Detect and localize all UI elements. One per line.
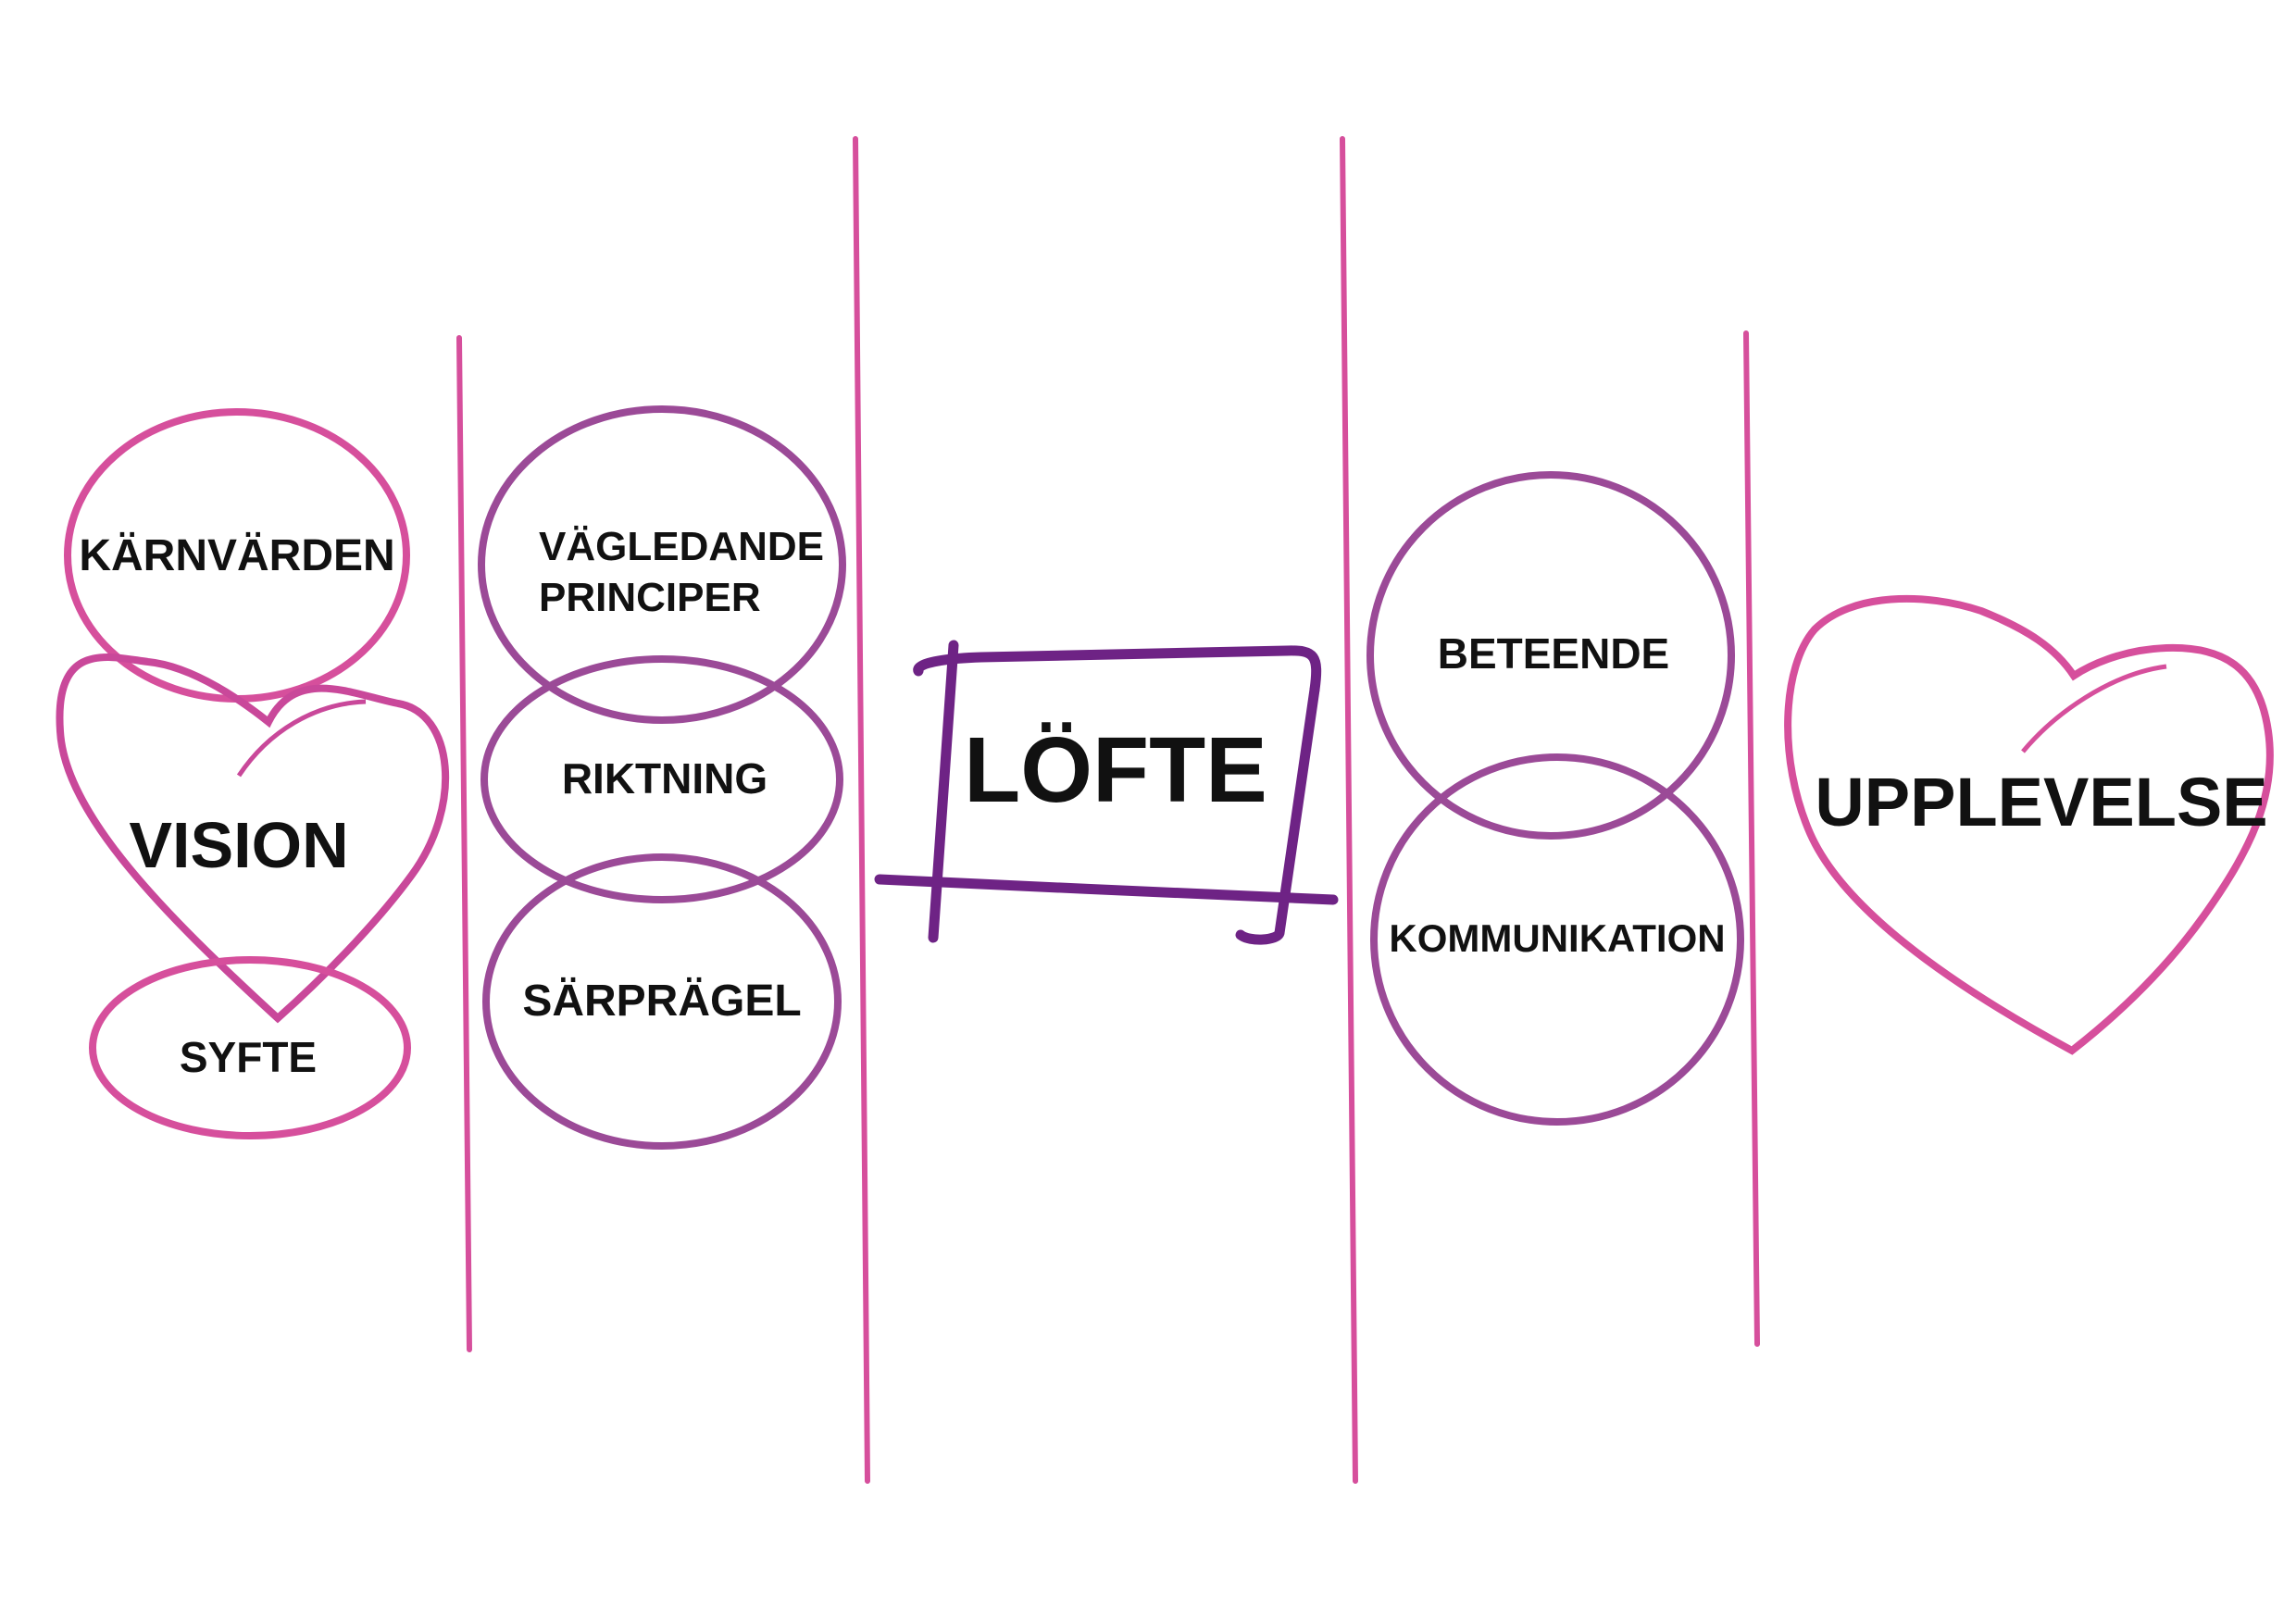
- vagledande-label-line2: PRINCIPER: [539, 575, 761, 620]
- lofte-frame-left: [928, 640, 959, 943]
- riktning-ellipse: [480, 655, 843, 903]
- kommunikation-ellipse: [1370, 753, 1744, 1126]
- lofte-frame: [874, 640, 1339, 945]
- sarpragel-label: SÄRPRÄGEL: [522, 977, 801, 1026]
- divider-line-3: [1340, 136, 1358, 1484]
- upplevelse-heart-shape: [1784, 594, 2274, 1055]
- syfte-label: SYFTE: [180, 1033, 317, 1081]
- upplevelse-heart-flourish: [2021, 664, 2167, 753]
- lofte-frame-top: [913, 645, 1322, 695]
- riktning-label: RIKTNING: [562, 754, 767, 803]
- lofte-label: LÖFTE: [964, 718, 1267, 822]
- beteende-ellipse: [1366, 471, 1735, 840]
- column-core: [56, 408, 450, 1139]
- kommunikation-label: KOMMUNIKATION: [1389, 916, 1725, 960]
- vagledande-ellipse: [478, 405, 846, 724]
- vagledande-label-line1: VÄGLEDANDE: [539, 524, 824, 569]
- syfte-ellipse: [89, 956, 411, 1139]
- column-expression: [1366, 471, 1744, 1126]
- vision-label: VISION: [129, 809, 348, 881]
- lofte-frame-right: [1235, 684, 1320, 945]
- upplevelse-heart: [1784, 594, 2274, 1055]
- upplevelse-label: UPPLEVELSE: [1815, 764, 2267, 840]
- karnvarden-label: KÄRNVÄRDEN: [79, 531, 394, 580]
- vision-heart-flourish: [236, 699, 367, 778]
- beteende-label: BETEENDE: [1438, 629, 1669, 678]
- divider-line-1: [456, 335, 472, 1352]
- column-dividers: [456, 136, 1760, 1484]
- divider-line-2: [853, 136, 870, 1484]
- vision-heart-shape: [56, 653, 450, 1024]
- divider-line-4: [1743, 330, 1760, 1347]
- sarpragel-ellipse: [482, 853, 842, 1150]
- lofte-frame-bottom: [874, 874, 1339, 905]
- column-guidance: [478, 405, 846, 1150]
